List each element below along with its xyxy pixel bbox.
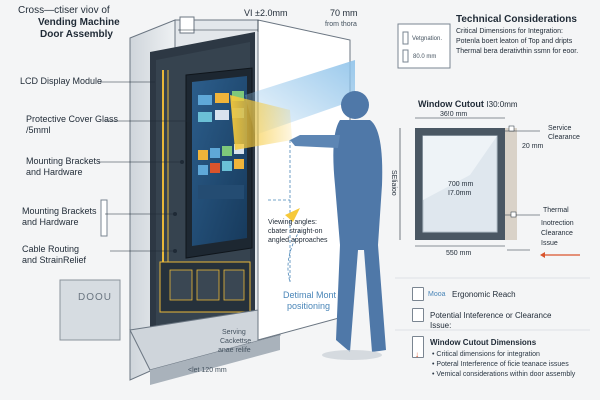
technical-line1: Critical Dimensions for Integration:: [456, 28, 563, 35]
side-panel-text: DOOU: [78, 292, 112, 303]
down-arrow-icon: ↓: [415, 350, 419, 359]
right-dimension-note: from thora: [325, 21, 357, 28]
diagram-title-line1: Cross—ctiser viov of: [18, 5, 110, 16]
serving-label-1: Serving: [222, 329, 246, 336]
mounting-brackets-label-b: Mounting Brackets: [22, 206, 97, 216]
viewing-angles-line2: cbater straight-on: [268, 228, 323, 235]
service-clearance-label-1: Service: [548, 125, 572, 132]
mounting-brackets-sub-a: and Hardware: [26, 167, 83, 177]
cover-glass-label: Protective Cover Glass: [26, 114, 119, 124]
window-top-dimension: 36!0 mm: [440, 111, 468, 118]
window-side-text: SEliaioo: [390, 170, 397, 196]
thermal-label-1: Thermal: [543, 207, 569, 214]
bottom-dimension-label: <let 120 mm: [188, 367, 227, 374]
person-silhouette: [290, 91, 386, 360]
right-dimension-value: 70 mm: [330, 8, 358, 18]
legend-bullet-2: • Poteral Interference of ficie teanace …: [432, 361, 569, 368]
technical-title: Technical Considerations: [456, 14, 577, 25]
window-dimensions-icon: [412, 336, 424, 358]
measurement-lines: [268, 140, 301, 283]
window-cutout-title-dim: I30:0mm: [486, 100, 518, 109]
window-cutout-title: Window Cutout I30:0mm: [418, 98, 518, 111]
leader-lines: [98, 20, 259, 252]
legend-item1-code: Mooa: [428, 291, 446, 298]
thermal-label-4: Issue: [541, 240, 558, 247]
service-clearance-dim: 20 mm: [522, 143, 544, 150]
ventilation-dimension: 80.0 mm: [413, 54, 437, 60]
legend-item2-line1: Potential Inteference or Clearance: [430, 311, 552, 320]
legend-bullet-3: • Vemical considerations within door ass…: [432, 371, 576, 378]
cover-glass-thickness: /5mml: [26, 125, 51, 135]
cable-routing-label: Cable Routing: [22, 244, 80, 254]
ergonomic-reach-icon: [412, 287, 424, 301]
legend-item3-title: Window Cutout Dimensions: [430, 338, 537, 347]
thermal-label-2: Inotrection: [541, 220, 574, 227]
technical-line3: Thermal bera derativthin ssmn for eoor.: [456, 48, 579, 55]
legend-item2-line2: Issue:: [430, 321, 452, 330]
technical-line2: Potenla boert leaton of Top and dripts: [456, 38, 573, 45]
vending-machine: [59, 16, 281, 385]
top-dimension-label: VI ±2.0mm: [244, 8, 288, 18]
viewing-angles-label: Viewing angles:: [268, 219, 317, 226]
cable-routing-sub: and StrainRelief: [22, 255, 87, 265]
serving-label-2: Cackettse: [220, 338, 252, 345]
window-inner-dim-1: 700 mm: [448, 181, 474, 188]
window-inner-dim-2: I7.0mm: [448, 190, 472, 197]
mounting-brackets-label-a: Mounting Brackets: [26, 156, 101, 166]
serving-label-3: anae relife: [218, 347, 251, 354]
window-cutout-title-text: Window Cutout: [418, 99, 484, 109]
thermal-label-3: Clearance: [541, 230, 573, 237]
window-cutout-drawing: [399, 117, 580, 258]
arrow-icon: [285, 208, 300, 222]
lcd-module-label: LCD Display Module: [20, 76, 103, 86]
mounting-brackets-sub-b: and Hardware: [22, 217, 79, 227]
positioning-label-2: positioning: [287, 301, 331, 311]
legend-item1-text: Ergonomic Reach: [452, 290, 516, 299]
positioning-label-1: Detimal Mont: [283, 290, 337, 300]
window-bottom-dimension: 550 mm: [446, 250, 472, 257]
yellow-light-beam: [230, 95, 292, 150]
diagram-title-line2: Vending Machine: [38, 17, 120, 28]
viewing-angles-line3: angled approaches: [268, 237, 328, 244]
service-clearance-label-2: Clearance: [548, 134, 580, 141]
clearance-issue-icon: [412, 308, 424, 322]
ventilation-label: Vetgnation.: [412, 36, 443, 42]
legend-bullet-1: • Critical dimensions for integration: [432, 351, 540, 358]
diagram-title-line3: Door Assembly: [40, 29, 113, 40]
